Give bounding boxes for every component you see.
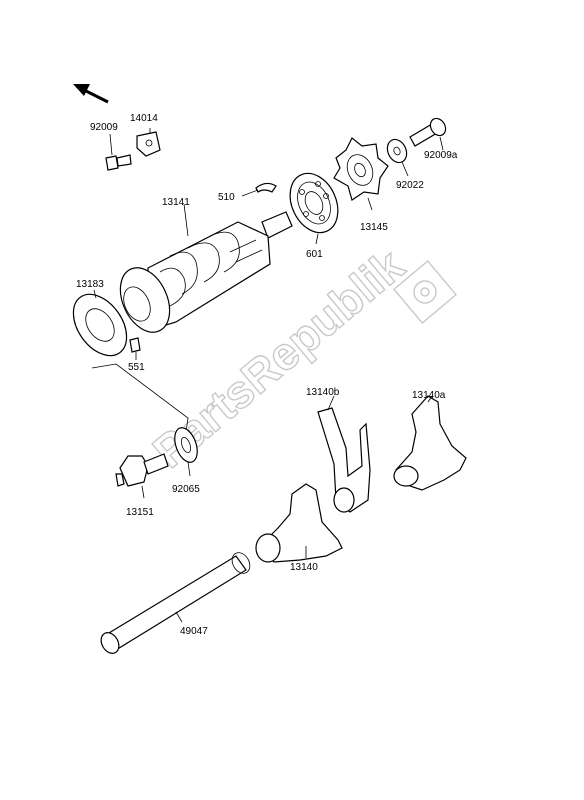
part-551-pin xyxy=(129,337,141,353)
label-13145: 13145 xyxy=(360,222,388,233)
part-14014-plate xyxy=(136,131,161,157)
part-92009a-bolt xyxy=(409,117,447,147)
direction-arrow-icon xyxy=(73,84,109,104)
label-92009a: 92009a xyxy=(424,150,458,161)
part-13140-shift-fork xyxy=(255,483,343,563)
label-601: 601 xyxy=(306,249,323,260)
label-13140a: 13140a xyxy=(412,390,446,401)
part-13151-detent-bolt xyxy=(115,453,169,487)
label-49047: 49047 xyxy=(180,626,208,637)
part-92065-washer xyxy=(174,427,198,463)
part-13141-shift-drum xyxy=(119,211,293,333)
label-92022: 92022 xyxy=(396,180,424,191)
watermark-gear-icon xyxy=(393,260,457,324)
part-92009-screw xyxy=(105,154,132,171)
part-49047-shaft xyxy=(100,552,251,654)
leader-line-92065 xyxy=(91,363,189,433)
label-13141: 13141 xyxy=(162,197,190,208)
part-13140b-shift-fork xyxy=(317,407,371,513)
label-13140b: 13140b xyxy=(306,387,340,398)
part-92022-washer xyxy=(386,138,408,164)
label-13151: 13151 xyxy=(126,507,154,518)
label-551: 551 xyxy=(128,362,145,373)
part-13145-star-cam xyxy=(333,137,389,201)
part-510-key xyxy=(255,182,277,193)
label-92009: 92009 xyxy=(90,122,118,133)
label-92065: 92065 xyxy=(172,484,200,495)
part-601-bearing xyxy=(289,172,339,234)
part-13140a-shift-fork xyxy=(393,395,467,491)
part-13183-plate xyxy=(72,293,128,357)
label-13183: 13183 xyxy=(76,279,104,290)
label-14014: 14014 xyxy=(130,113,158,124)
label-13140: 13140 xyxy=(290,562,318,573)
label-510: 510 xyxy=(218,192,235,203)
